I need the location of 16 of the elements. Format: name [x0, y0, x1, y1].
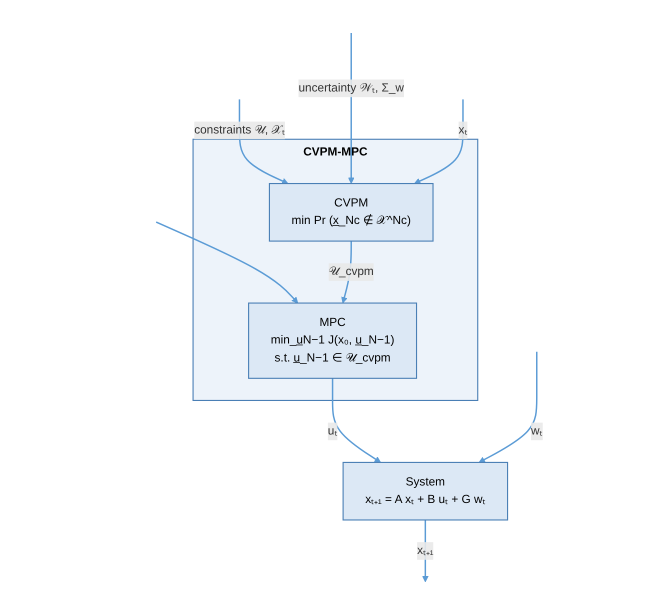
arrow: [155, 221, 298, 304]
edge-label: wₜ: [530, 424, 542, 438]
edge-label: uₜ: [327, 424, 337, 438]
edge-label: constraints 𝒰, 𝒳ₜ: [194, 124, 284, 136]
arrow: [348, 33, 354, 184]
arrow: [422, 520, 428, 582]
edge-label: uncertainty 𝒲ₜ, Σ_w: [298, 82, 404, 94]
arrow: [331, 378, 381, 463]
arrow: [478, 352, 538, 463]
edge-label: xₜ: [458, 124, 467, 136]
edge-label: xₜ₊₁: [416, 544, 434, 557]
arrow: [414, 99, 464, 184]
node-box: CVPM min Pr (x̲_Nc ∉ 𝒳^Nc): [268, 183, 434, 242]
node-box: MPC min_u̲N−1 J(x₀, u̲_N−1) s.t. u̲_N−1 ∈ 𝒰_cvpm: [248, 302, 417, 379]
node-box: System xₜ₊₁ = A xₜ + B uₜ + G wₜ: [342, 462, 508, 521]
edge-label: 𝒰_cvpm: [328, 265, 374, 278]
